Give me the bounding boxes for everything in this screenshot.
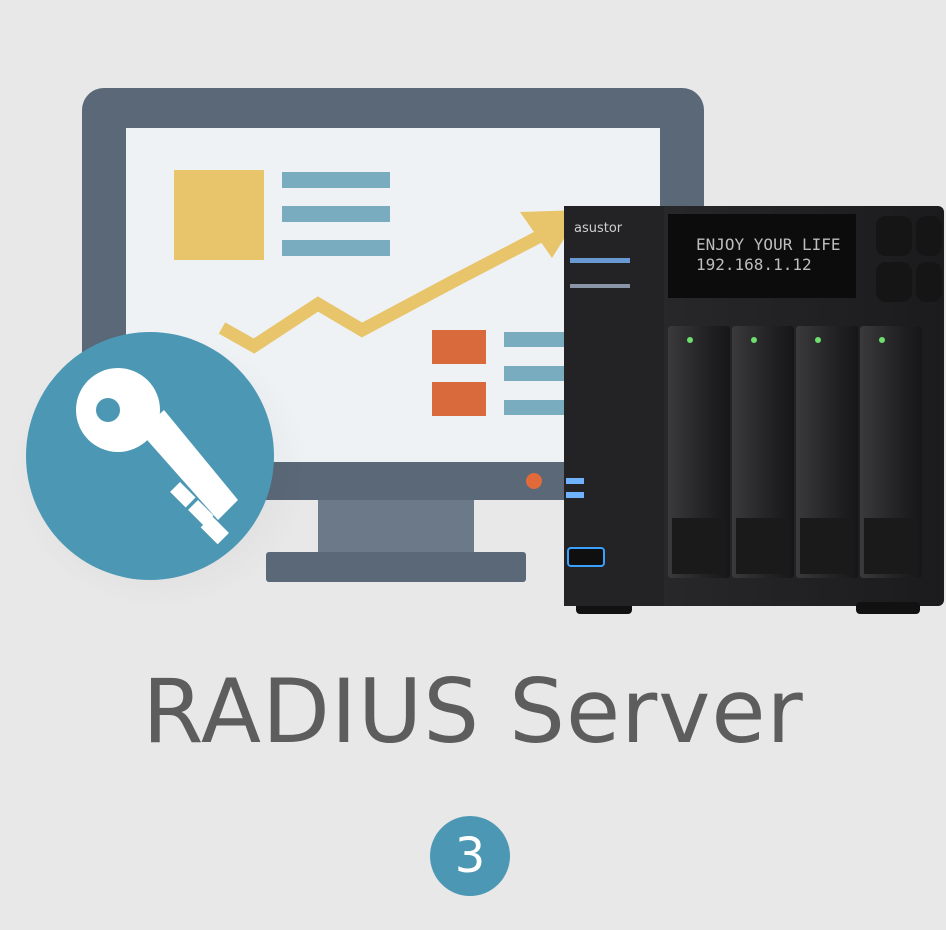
radius-server-illustration: asustor ENJOY YOUR LIFE 192.168.1.12 xyxy=(10,88,944,614)
key-icon xyxy=(76,368,238,545)
step-number-badge: 3 xyxy=(430,816,510,896)
drive-bays xyxy=(668,326,922,578)
lcd-line-2: 192.168.1.12 xyxy=(696,255,812,274)
feature-title: RADIUS Server xyxy=(142,660,804,763)
key-badge xyxy=(10,330,310,610)
lcd-line-1: ENJOY YOUR LIFE xyxy=(696,235,841,254)
nas-device-icon: asustor ENJOY YOUR LIFE 192.168.1.12 xyxy=(564,206,944,614)
nas-brand-logo: asustor xyxy=(574,221,623,236)
